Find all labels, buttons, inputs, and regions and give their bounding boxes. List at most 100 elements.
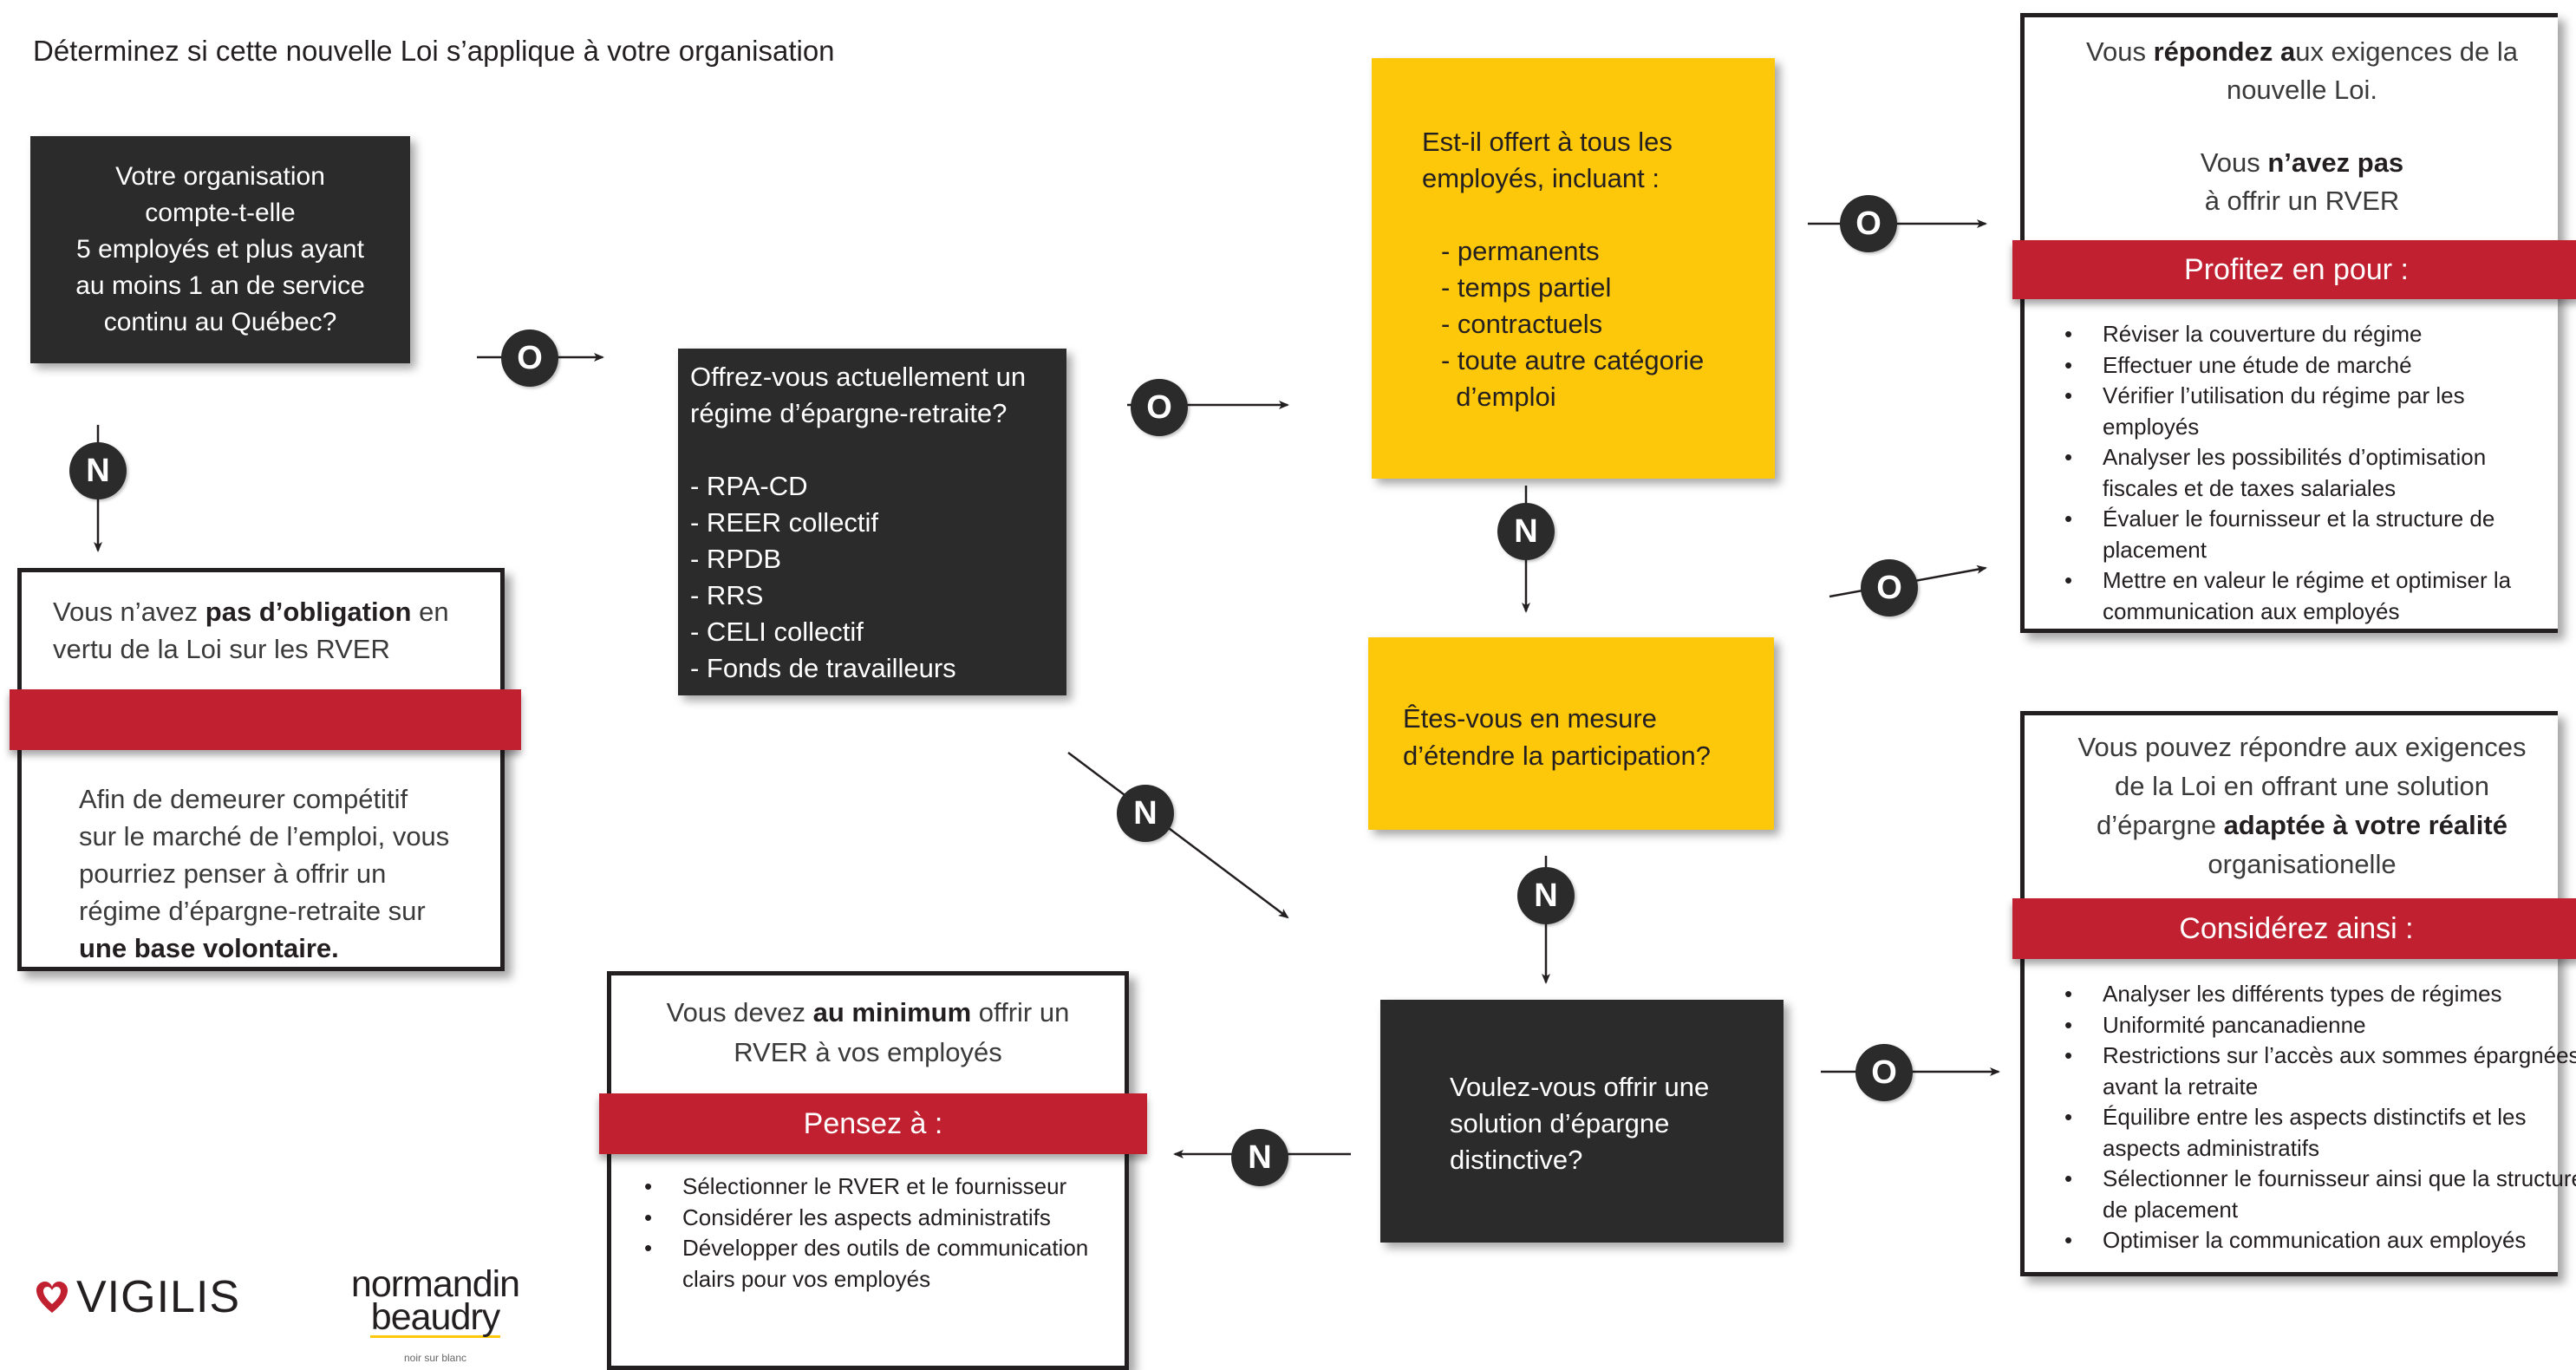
minimum-bullet: Sélectionner le RVER et le fournisseur xyxy=(644,1171,1130,1203)
meet-line1-bold: répondez a xyxy=(2153,36,2296,67)
outcome-no-obligation: Vous n’avez pas d’obligation en vertu de… xyxy=(10,568,521,971)
q2-question-line: régime d’épargne-retraite? xyxy=(690,398,1008,428)
no-label: N xyxy=(69,442,127,499)
minimum-banner: Pensez à : xyxy=(599,1093,1147,1154)
minimum-bullet: Considérer les aspects administratifs xyxy=(644,1203,1130,1234)
q4-line: Êtes-vous en mesure xyxy=(1403,703,1657,734)
q3-question-line: Est-il offert à tous les xyxy=(1422,127,1673,157)
adapted-line4: organisationelle xyxy=(2208,849,2397,879)
meet-bullet: Réviser la couverture du régime xyxy=(2064,319,2559,350)
question-current-plan: Offrez-vous actuellement un régime d’épa… xyxy=(678,349,1066,695)
normandin-beaudry-logo: normandin beaudry noir sur blanc xyxy=(349,1263,522,1365)
q3-option: - temps partiel xyxy=(1441,272,1612,303)
q2-option: - RRS xyxy=(690,580,764,610)
no-obligation-body-line: pourriez penser à offrir un xyxy=(79,858,387,889)
no-label: N xyxy=(1117,785,1174,842)
q3-option: d’emploi xyxy=(1441,382,1556,412)
nb-wordmark-line2: beaudry xyxy=(370,1296,500,1338)
nb-tagline: noir sur blanc xyxy=(403,1352,467,1364)
meet-banner: Profitez en pour : xyxy=(2012,240,2576,299)
question-extend-participation: Êtes-vous en mesure d’étendre la partici… xyxy=(1368,637,1774,830)
outcome-minimum-rver: Vous devez au minimum offrir un RVER à v… xyxy=(599,971,1147,1370)
yes-label: O xyxy=(1131,379,1188,436)
minimum-line2: RVER à vos employés xyxy=(734,1037,1002,1067)
question-distinctive-solution: Voulez-vous offrir une solution d’épargn… xyxy=(1380,1000,1784,1243)
vigilis-wordmark: VIGILIS xyxy=(76,1272,241,1322)
meet-line2: nouvelle Loi. xyxy=(2226,75,2378,105)
no-label: N xyxy=(1231,1129,1288,1186)
no-obligation-pre: Vous n’avez xyxy=(53,597,205,627)
adapted-line2: de la Loi en offrant une solution xyxy=(2114,771,2490,801)
no-obligation-body-line: régime d’épargne-retraite sur xyxy=(79,896,426,926)
q2-question-line: Offrez-vous actuellement un xyxy=(690,362,1027,392)
q2-option: - REER collectif xyxy=(690,507,879,538)
q3-question-line: employés, incluant : xyxy=(1422,163,1660,193)
adapted-banner: Considérez ainsi : xyxy=(2012,898,2576,959)
adapted-line3-pre: d’épargne xyxy=(2097,810,2224,840)
meet-bullet: Analyser les possibilités d’optimisation… xyxy=(2064,442,2559,504)
outcome-adapted-solution: Vous pouvez répondre aux exigences de la… xyxy=(2012,711,2576,1276)
adapted-bullet-list: Analyser les différents types de régimes… xyxy=(2025,979,2576,1256)
q1-line: au moins 1 an de service xyxy=(75,271,365,300)
q1-line: continu au Québec? xyxy=(103,308,337,336)
q2-option: - RPDB xyxy=(690,544,782,574)
no-obligation-bold: pas d’obligation xyxy=(205,597,412,627)
no-obligation-banner xyxy=(10,689,521,750)
adapted-bullet: Uniformité pancanadienne xyxy=(2064,1010,2576,1041)
meet-line1-post: ux exigences de la xyxy=(2295,36,2518,67)
meet-line4: à offrir un RVER xyxy=(2204,186,2400,216)
vigilis-logo: VIGILIS xyxy=(33,1271,240,1323)
arrow-q2-no xyxy=(1067,752,1289,919)
q3-option: - contractuels xyxy=(1441,309,1603,339)
meet-bullet: Vérifier l’utilisation du régime par les… xyxy=(2064,381,2559,442)
minimum-bullet: Développer des outils de communication c… xyxy=(644,1233,1130,1295)
yes-label: O xyxy=(1840,195,1897,252)
minimum-bullet-list: Sélectionner le RVER et le fournisseur C… xyxy=(604,1171,1130,1295)
yes-label: O xyxy=(501,329,558,387)
meet-bullet: Mettre en valeur le régime et optimiser … xyxy=(2064,565,2559,627)
no-label: N xyxy=(1497,503,1555,560)
nb-wordmark-line1: normandin xyxy=(350,1263,520,1305)
minimum-line1-pre: Vous devez xyxy=(666,997,813,1028)
adapted-bullet: Équilibre entre les aspects distinctifs … xyxy=(2064,1102,2576,1164)
adapted-line3-bold: adaptée à votre réalité xyxy=(2223,810,2508,840)
q4-line: d’étendre la participation? xyxy=(1403,740,1712,771)
adapted-line1: Vous pouvez répondre aux exigences xyxy=(2077,732,2527,762)
q2-option: - CELI collectif xyxy=(690,616,864,647)
minimum-line1-post: offrir un xyxy=(971,997,1070,1028)
yes-label: O xyxy=(1855,1044,1913,1101)
meet-bullet-list: Réviser la couverture du régime Effectue… xyxy=(2025,319,2559,627)
q3-option: - toute autre catégorie xyxy=(1441,345,1705,375)
meet-line3-pre: Vous xyxy=(2200,147,2268,178)
no-obligation-line2: vertu de la Loi sur les RVER xyxy=(53,634,390,664)
adapted-bullet: Optimiser la communication aux employés xyxy=(2064,1225,2576,1256)
yes-label: O xyxy=(1861,559,1918,616)
q3-option: - permanents xyxy=(1441,236,1600,266)
no-obligation-body-line: Afin de demeurer compétitif xyxy=(79,784,408,814)
outcome-meet-requirements: Vous répondez aux exigences de la nouvel… xyxy=(2012,13,2576,633)
adapted-bullet: Restrictions sur l’accès aux sommes épar… xyxy=(2064,1041,2576,1102)
vigilis-mark-icon xyxy=(36,1282,68,1313)
nb-underline xyxy=(370,1335,500,1338)
meet-line1-pre: Vous xyxy=(2086,36,2154,67)
page-title: Déterminez si cette nouvelle Loi s’appli… xyxy=(33,35,835,67)
q5-line: distinctive? xyxy=(1450,1145,1583,1175)
no-obligation-body-line: sur le marché de l’emploi, vous xyxy=(79,821,450,851)
meet-line3-bold: n’avez pas xyxy=(2267,147,2404,178)
no-obligation-body-bold: une base volontaire. xyxy=(79,933,339,963)
adapted-bullet: Analyser les différents types de régimes xyxy=(2064,979,2576,1010)
q5-line: Voulez-vous offrir une xyxy=(1450,1072,1710,1102)
q1-line: Votre organisation xyxy=(115,162,325,191)
question-employees-count: Votre organisation compte-t-elle 5 emplo… xyxy=(30,136,410,363)
q2-option: - RPA-CD xyxy=(690,471,808,501)
adapted-bullet: Sélectionner le fournisseur ainsi que la… xyxy=(2064,1164,2576,1225)
q2-option: - Fonds de travailleurs xyxy=(690,653,956,683)
q5-line: solution d’épargne xyxy=(1450,1108,1670,1138)
meet-bullet: Effectuer une étude de marché xyxy=(2064,350,2559,382)
question-offered-to-all: Est-il offert à tous les employés, inclu… xyxy=(1372,58,1775,479)
q1-line: 5 employés et plus ayant xyxy=(76,235,364,264)
meet-bullet: Évaluer le fournisseur et la structure d… xyxy=(2064,504,2559,565)
minimum-line1-bold: au minimum xyxy=(812,997,972,1028)
no-obligation-post: en xyxy=(411,597,449,627)
q1-line: compte-t-elle xyxy=(145,199,296,227)
